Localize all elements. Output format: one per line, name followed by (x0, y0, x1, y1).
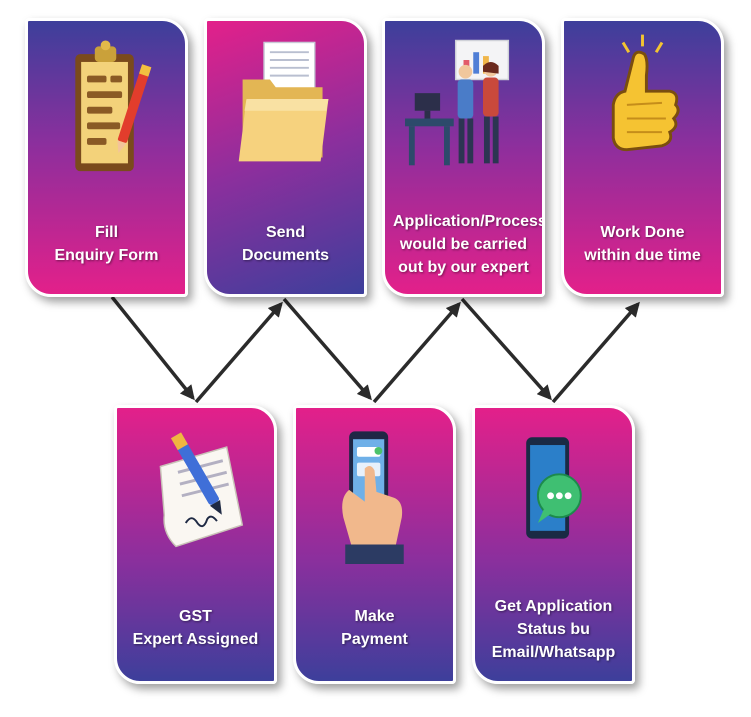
step-label-line: Enquiry Form (54, 247, 159, 264)
step-label: Fill Enquiry Form (36, 221, 177, 267)
step-get-application-status: Get Application Status bu Email/Whatsapp (472, 405, 635, 684)
step-gst-expert-assigned: GST Expert Assigned (114, 405, 277, 684)
step-label-line: Email/Whatsapp (491, 644, 616, 661)
step-label-line: out by our expert (398, 259, 529, 276)
step-label-line: Get Application (494, 598, 613, 615)
step-label: Send Documents (215, 221, 356, 267)
step-application-process: Application/Process would be carried out… (382, 18, 545, 297)
step-label-line: Application/Process (393, 213, 545, 230)
step-label-line: would be carried (399, 236, 528, 253)
step-label: Work Done within due time (572, 221, 713, 267)
step-label-line: GST (179, 608, 212, 625)
step-fill-enquiry-form: Fill Enquiry Form (25, 18, 188, 297)
step-send-documents: Send Documents (204, 18, 367, 297)
arrow-send-to-payment (282, 297, 372, 401)
step-work-done: Work Done within due time (561, 18, 724, 297)
step-label-line: Documents (241, 247, 330, 264)
arrow-process-to-status (460, 297, 552, 401)
arrow-payment-to-process (372, 301, 461, 404)
arrow-gst-to-send (194, 301, 283, 404)
phone-chat-icon (475, 408, 632, 572)
arrow-status-to-work-done (551, 301, 640, 404)
office-experts-icon (385, 21, 542, 185)
step-make-payment: Make Payment (293, 405, 456, 684)
arrow-fill-to-gst (110, 295, 195, 401)
step-label: Application/Process would be carried out… (393, 210, 545, 279)
step-label-line: Send (265, 224, 306, 241)
step-label-line: Work Done (600, 224, 685, 241)
step-label-line: Make (354, 608, 395, 625)
step-label: Get Application Status bu Email/Whatsapp (483, 595, 624, 664)
step-label: Make Payment (304, 605, 445, 651)
step-label-line: Payment (341, 631, 408, 648)
phone-payment-icon (296, 408, 453, 572)
thumbs-up-icon (564, 21, 721, 185)
step-label: GST Expert Assigned (125, 605, 266, 651)
step-label-line: Status bu (517, 621, 590, 638)
step-label-line: Expert Assigned (132, 631, 259, 648)
clipboard-form-icon (28, 21, 185, 185)
step-label-line: within due time (584, 247, 701, 264)
folder-documents-icon (207, 21, 364, 185)
signed-document-icon (117, 408, 274, 572)
step-label-line: Fill (94, 224, 119, 241)
